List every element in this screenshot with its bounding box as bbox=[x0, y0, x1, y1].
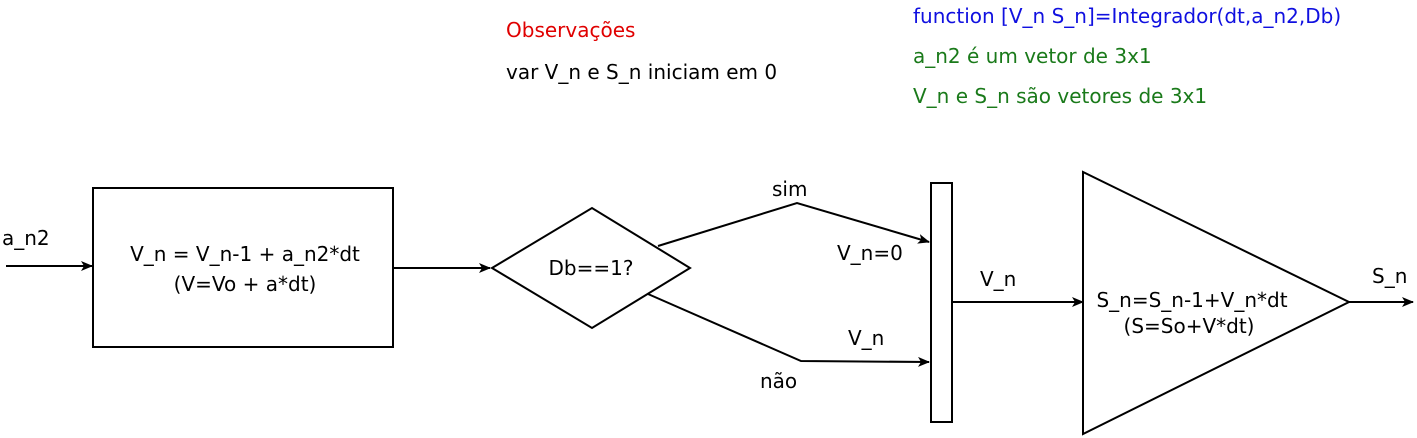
function-signature: function [V_n S_n]=Integrador(dt,a_n2,Db… bbox=[913, 4, 1341, 28]
yes-branch-arrow bbox=[657, 201, 930, 247]
function-note-1: a_n2 é um vetor de 3x1 bbox=[913, 44, 1152, 68]
function-note-2: V_n e S_n são vetores de 3x1 bbox=[913, 84, 1207, 108]
block2-line-2: (S=So+V*dt) bbox=[1124, 314, 1255, 338]
no-value: V_n bbox=[848, 326, 884, 350]
block1-line-2: (V=Vo + a*dt) bbox=[174, 272, 317, 296]
block1-line-1: V_n = V_n-1 + a_n2*dt bbox=[130, 242, 360, 266]
position-integrator-block bbox=[1082, 170, 1352, 436]
velocity-integrator-block bbox=[92, 187, 394, 348]
selector-bar bbox=[930, 182, 953, 423]
decision-label: Db==1? bbox=[549, 256, 634, 280]
yes-label: sim bbox=[772, 177, 807, 201]
no-label: não bbox=[760, 369, 797, 393]
notes-title: Observações bbox=[506, 18, 635, 42]
input-label: a_n2 bbox=[2, 226, 50, 250]
mux-output-label: V_n bbox=[980, 267, 1016, 291]
block2-line-1: S_n=S_n-1+V_n*dt bbox=[1096, 288, 1287, 312]
no-branch-arrow bbox=[647, 293, 930, 367]
output-label: S_n bbox=[1372, 264, 1407, 288]
yes-value: V_n=0 bbox=[837, 241, 903, 265]
notes-line-1: var V_n e S_n iniciam em 0 bbox=[506, 60, 777, 84]
decision-diamond bbox=[490, 206, 692, 330]
